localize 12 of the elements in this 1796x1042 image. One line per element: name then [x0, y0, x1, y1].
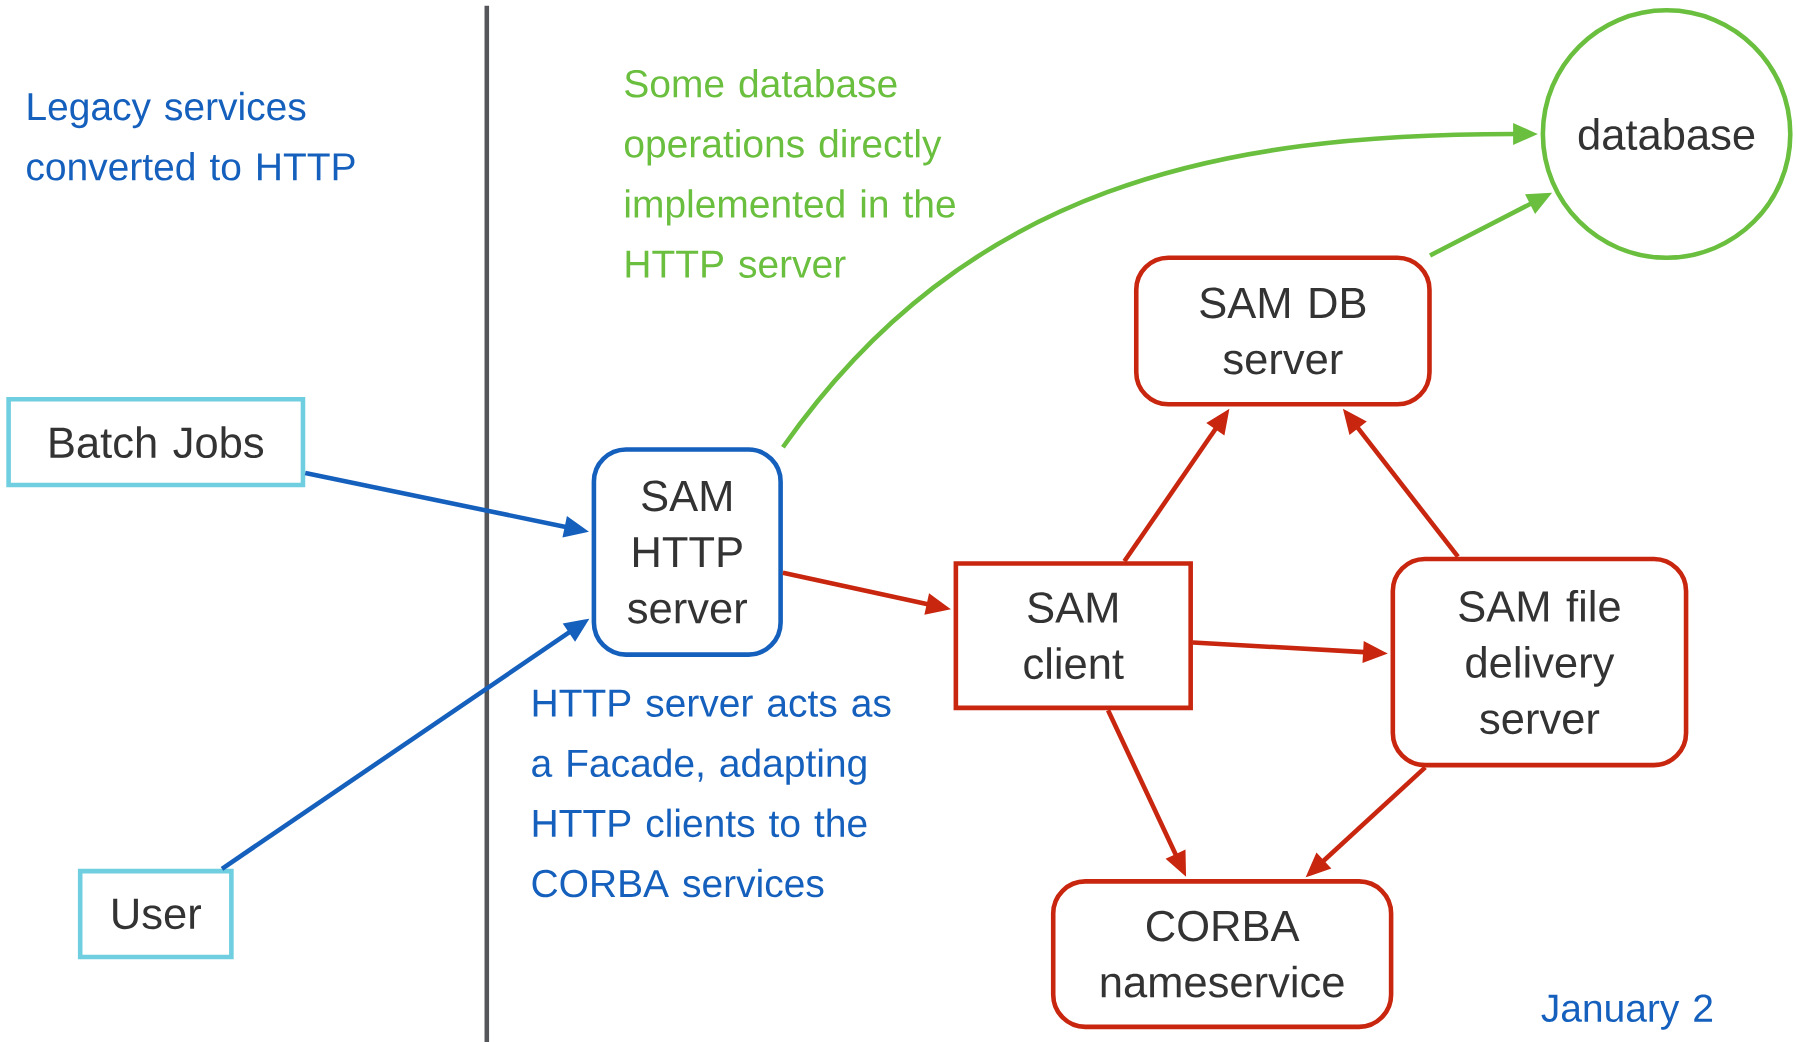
circle-node: database	[1540, 7, 1793, 260]
process-box: Batch Jobs	[6, 396, 306, 488]
process-box: SAM client	[953, 561, 1193, 710]
rounded-box: SAM DB server	[1133, 255, 1432, 407]
rounded-box: SAM HTTP server	[591, 447, 783, 657]
note-text: HTTP server acts as a Facade, adapting HTTP clients to the CORBA services	[532, 689, 891, 898]
date-text: January 2	[1541, 994, 1712, 1030]
note-text: Some database operations directly implemented in the HTTP server	[625, 68, 955, 278]
rounded-box: CORBA nameservice	[1050, 878, 1394, 1029]
process-box: User	[77, 868, 234, 960]
heading-note: Legacy services converted to HTTP	[27, 91, 355, 181]
rounded-box: SAM file delivery server	[1390, 556, 1689, 768]
